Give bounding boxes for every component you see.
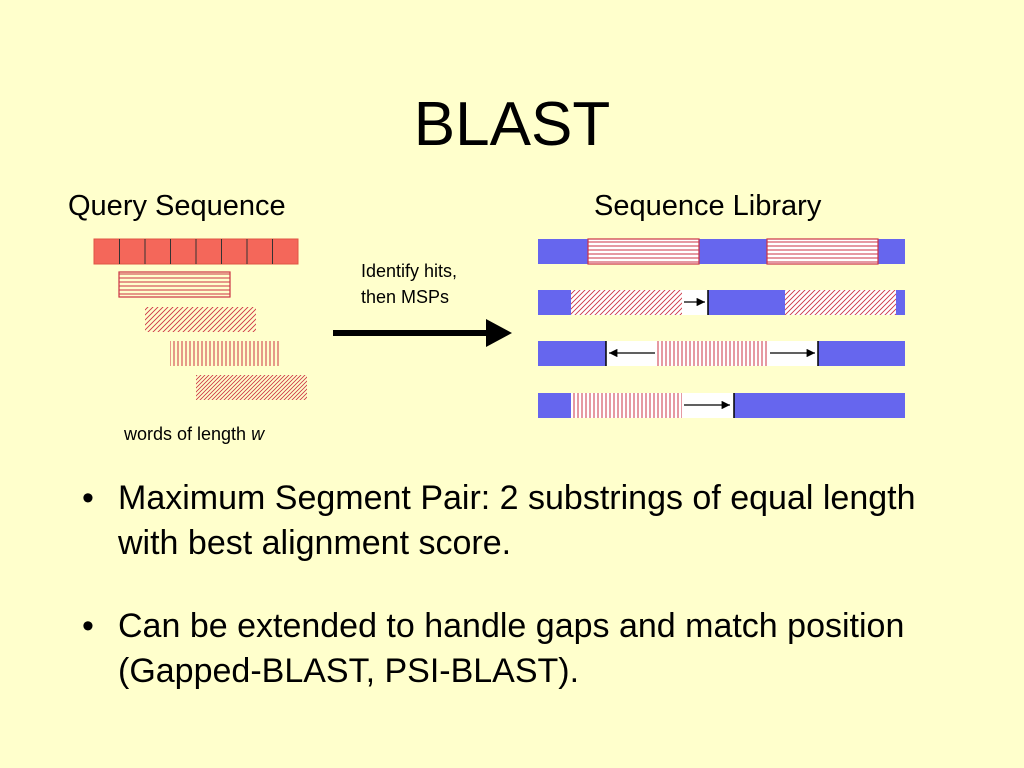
bullet-marker: • — [82, 479, 94, 517]
arrow-caption: Identify hits, then MSPs — [361, 258, 457, 310]
query-word-2 — [145, 307, 256, 332]
query-word-1 — [118, 271, 231, 298]
library-sequence-2 — [538, 290, 905, 315]
bullet-text: Maximum Segment Pair: 2 substrings of eq… — [118, 479, 916, 562]
bullet-list: • Maximum Segment Pair: 2 substrings of e… — [78, 476, 938, 732]
words-caption-text: words of length — [124, 424, 252, 444]
slide-title: BLAST — [413, 90, 611, 159]
query-word-4 — [196, 375, 307, 400]
sequence-library-heading: Sequence Library — [594, 190, 822, 222]
arrow-caption-line-2: then MSPs — [361, 287, 450, 307]
library-sequence-4 — [538, 393, 905, 418]
identify-hits-arrow — [333, 319, 512, 347]
arrow-caption-line-1: Identify hits, — [361, 261, 458, 281]
bullet-item: • Maximum Segment Pair: 2 substrings of e… — [78, 476, 938, 566]
words-caption-variable: w — [251, 424, 265, 444]
library-sequence-1 — [538, 238, 905, 265]
library-sequence-3 — [538, 341, 905, 366]
bullet-text: Can be extended to handle gaps and match… — [118, 607, 905, 690]
bullet-item: • Can be extended to handle gaps and matc… — [78, 604, 938, 694]
query-sequence-heading: Query Sequence — [68, 190, 286, 222]
words-caption: words of length w — [124, 425, 264, 443]
bullet-marker: • — [82, 607, 94, 645]
query-word-3 — [170, 341, 281, 366]
query-sequence-bar — [93, 238, 299, 265]
